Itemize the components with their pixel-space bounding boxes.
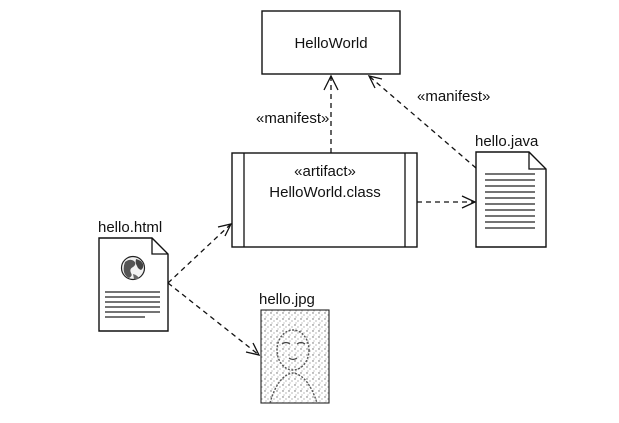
globe-icon: [120, 255, 146, 281]
artifact-name: HelloWorld.class: [269, 184, 380, 201]
helloworld-label: HelloWorld: [294, 35, 367, 52]
hello-jpg-label: hello.jpg: [259, 291, 315, 308]
photo-icon: [260, 309, 330, 404]
html-to-jpg-dependency: [167, 282, 261, 356]
artifact-node: «artifact» HelloWorld.class: [231, 152, 418, 248]
hello-java-label: hello.java: [475, 133, 539, 150]
hello-html-node: hello.html: [98, 219, 169, 332]
hello-html-label: hello.html: [98, 219, 162, 236]
manifest-label-right: «manifest»: [417, 88, 490, 105]
hello-java-node: hello.java: [475, 133, 547, 248]
html-to-artifact-dependency: [167, 223, 233, 284]
manifest-label-left: «manifest»: [256, 110, 329, 127]
manifest-dependency-left: «manifest»: [256, 74, 339, 153]
hello-jpg-node: hello.jpg: [259, 291, 330, 404]
helloworld-node: HelloWorld: [261, 10, 401, 75]
document-icon: [98, 237, 169, 332]
manifest-dependency-right: «manifest»: [367, 75, 490, 169]
artifact-stereotype: «artifact»: [294, 163, 356, 180]
document-icon: [475, 151, 547, 248]
artifact-to-java-dependency: [417, 195, 477, 209]
